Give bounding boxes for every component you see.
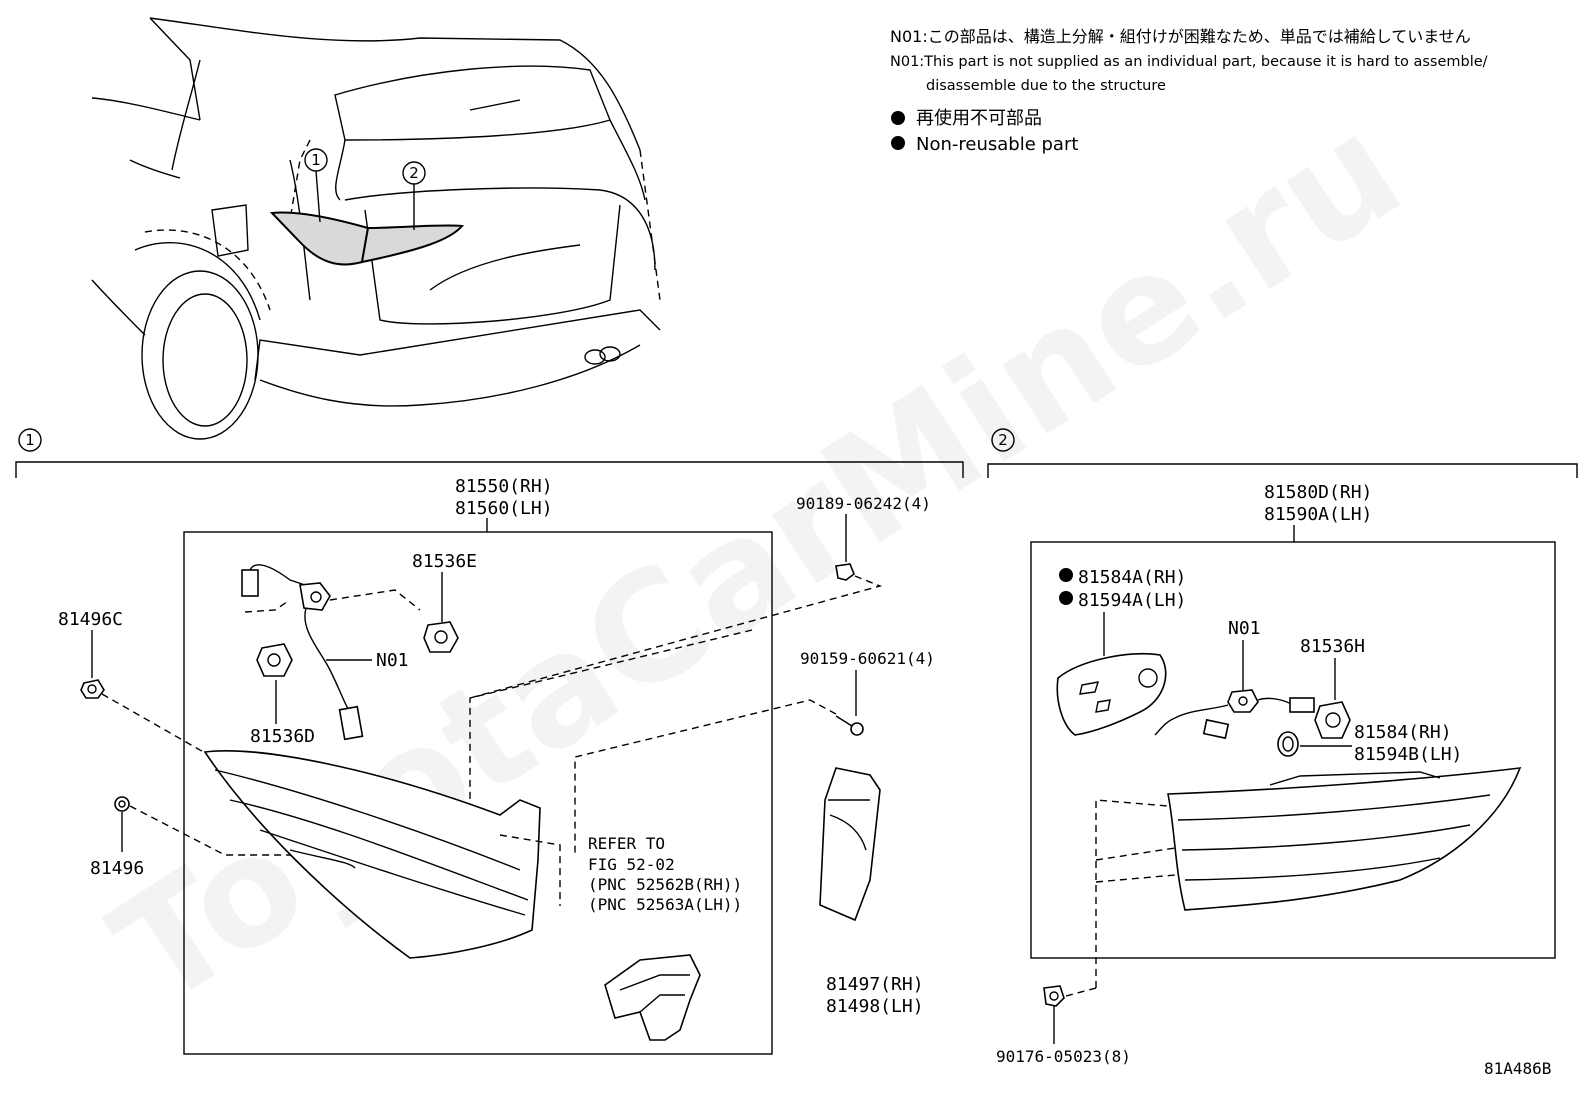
part-number-81550-rh: 81550(RH) <box>455 476 553 497</box>
part-number-81496: 81496 <box>90 858 144 879</box>
part-number-81496c: 81496C <box>58 609 123 630</box>
group-1-number: 1 <box>25 431 35 449</box>
wiring-harness-n01-group2-icon <box>1154 689 1315 740</box>
grommet-81496-icon <box>114 796 130 812</box>
label-n01: N01 <box>376 650 409 671</box>
clip-81496c-icon <box>80 679 105 699</box>
legend-non-reusable-en: Non-reusable part <box>916 134 1078 155</box>
note-n01-english-line1: N01:This part is not supplied as an indi… <box>890 54 1488 70</box>
screw-90159-icon <box>835 715 864 736</box>
part-number-81590a-lh: 81590A(LH) <box>1264 504 1372 525</box>
notes-block: N01:この部品は、構造上分解・組付けが困難なため、単品では補給していません N… <box>890 27 1488 155</box>
gasket-81584a-icon <box>1056 652 1167 736</box>
group-1-section: 1 81550(RH) 81560(LH) 81496C 81496 N <box>15 428 964 1055</box>
group-1-number-circle <box>18 428 42 452</box>
vehicle-rear-illustration: 1 2 <box>91 17 661 440</box>
part-number-81584a-rh: 81584A(RH) <box>1078 567 1186 588</box>
assembly-81580d-box <box>1030 541 1556 959</box>
label-n01-group2: N01 <box>1228 618 1261 639</box>
wiring-harness-n01-icon <box>241 564 364 741</box>
part-number-81594b-lh: 81594B(LH) <box>1354 744 1462 765</box>
bracket-52562b-icon <box>604 954 701 1041</box>
gasket-81584-icon <box>1277 731 1299 757</box>
refer-pnc-lh-label: (PNC 52563A(LH)) <box>588 895 742 914</box>
non-reusable-dot-icon <box>1059 568 1073 582</box>
non-reusable-dot-icon <box>891 111 905 125</box>
screw-90189-icon <box>835 563 855 581</box>
clip-90176-icon <box>1043 985 1065 1007</box>
note-n01-japanese: N01:この部品は、構造上分解・組付けが困難なため、単品では補給していません <box>890 27 1471 46</box>
callout-1-label: 1 <box>311 151 321 169</box>
refer-pnc-rh-label: (PNC 52562B(RH)) <box>588 875 742 894</box>
part-number-81536d: 81536D <box>250 726 315 747</box>
cover-81497-icon <box>819 767 881 922</box>
refer-to-label: REFER TO <box>588 834 665 853</box>
part-number-90189-06242: 90189-06242(4) <box>796 494 931 513</box>
group-2-number-circle <box>991 428 1015 452</box>
refer-fig-label: FIG 52-02 <box>588 855 675 874</box>
rear-combination-lamp-81550-icon <box>203 750 541 959</box>
socket-81536d-icon <box>256 643 293 677</box>
assembly-81550-box <box>183 531 773 1055</box>
part-number-81584-rh: 81584(RH) <box>1354 722 1452 743</box>
group-2-section: 2 81580D(RH) 81590A(LH) 81584A(RH) 81594… <box>987 428 1578 1066</box>
part-number-81560-lh: 81560(LH) <box>455 498 553 519</box>
part-number-81498-lh: 81498(LH) <box>826 996 924 1017</box>
part-number-81536h: 81536H <box>1300 636 1365 657</box>
part-number-81497-rh: 81497(RH) <box>826 974 924 995</box>
note-n01-english-line2: disassemble due to the structure <box>926 78 1166 94</box>
non-reusable-dot-icon <box>1059 591 1073 605</box>
group-2-number: 2 <box>998 431 1008 449</box>
callout-2-label: 2 <box>409 164 419 182</box>
part-number-81594a-lh: 81594A(LH) <box>1078 590 1186 611</box>
part-number-81536e: 81536E <box>412 551 477 572</box>
back-lamp-81580d-icon <box>1167 767 1522 911</box>
socket-81536e-icon <box>423 621 459 653</box>
non-reusable-dot-icon <box>891 136 905 150</box>
part-number-90176-05023: 90176-05023(8) <box>996 1047 1131 1066</box>
part-number-81580d-rh: 81580D(RH) <box>1264 482 1372 503</box>
legend-non-reusable-ja: 再使用不可部品 <box>916 108 1042 129</box>
figure-code: 81A486B <box>1484 1059 1551 1078</box>
socket-81536h-icon <box>1314 701 1351 739</box>
part-number-90159-60621: 90159-60621(4) <box>800 649 935 668</box>
